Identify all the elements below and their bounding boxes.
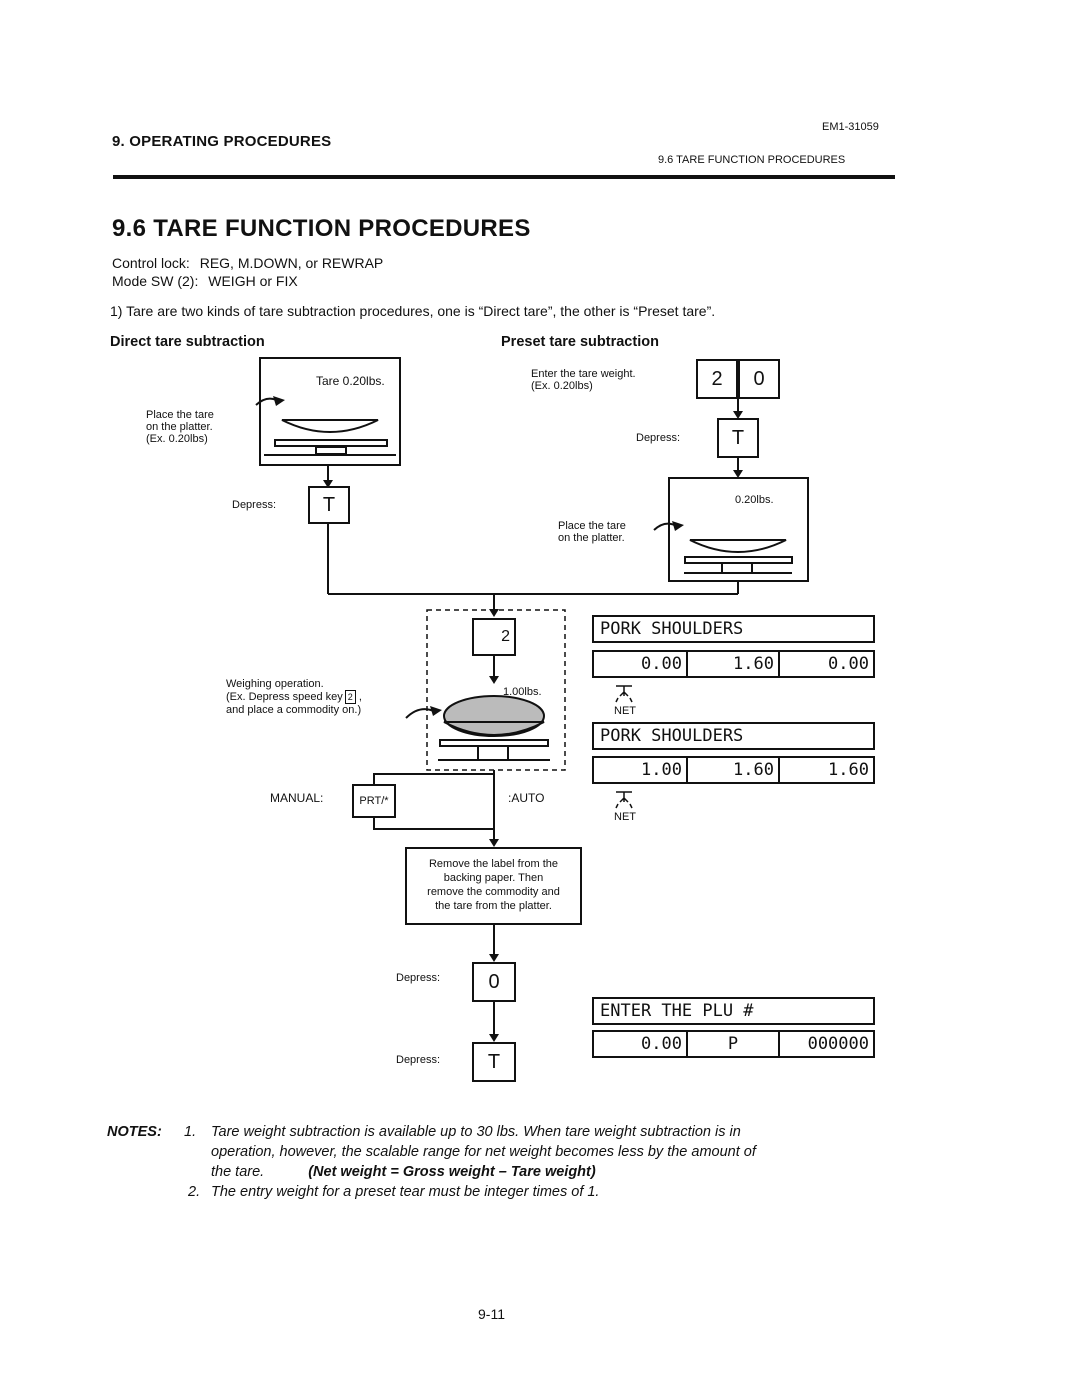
display-2-name: PORK SHOULDERS (592, 722, 875, 750)
header-rule (113, 175, 895, 179)
direct-place-note-line3: (Ex. 0.20lbs) (146, 433, 208, 445)
weighing-note-line3: and place a commodity on.) (226, 704, 362, 716)
preset-scale-readout: 0.20lbs. (735, 494, 774, 506)
display-3-values: 0.00 P 000000 (592, 1030, 875, 1058)
chapter-heading: 9. OPERATING PROCEDURES (112, 133, 332, 150)
net-indicator-icons (615, 685, 633, 809)
control-lock-value: REG, M.DOWN, or REWRAP (199, 255, 384, 271)
preset-place-note-line1: Place the tare (558, 520, 626, 532)
note-1-line3: the tare. (Net weight = Gross weight – Ta… (211, 1162, 881, 1182)
display-1-values: 0.00 1.60 0.00 (592, 650, 875, 678)
display-2-indicator: NET (614, 811, 636, 823)
display-3-mode: P (688, 1032, 780, 1056)
direct-tare-bowl-icon (281, 419, 379, 433)
preset-key-2[interactable]: 2 (696, 359, 738, 399)
preset-tare-key[interactable]: T (717, 418, 759, 458)
mode-sw-line: Mode SW (2): WEIGH or FIX (112, 273, 298, 289)
preset-enter-note-line1: Enter the tare weight. (531, 368, 636, 380)
control-lock-label: Control lock: (112, 255, 190, 271)
note-2: The entry weight for a preset tear must … (211, 1184, 600, 1200)
preset-key-0[interactable]: 0 (738, 359, 780, 399)
display-1-name: PORK SHOULDERS (592, 615, 875, 643)
depress-t-label: Depress: (396, 1054, 441, 1066)
display-3-weight: 0.00 (594, 1032, 688, 1056)
speed-key-ref: 2 (344, 690, 356, 704)
remove-label-box: Remove the label from the backing paper.… (405, 847, 582, 925)
preset-depress-label: Depress: (636, 432, 681, 444)
display-2-weight: 1.00 (594, 758, 688, 782)
display-1-indicator: NET (614, 705, 636, 717)
direct-place-note-line2: on the platter. (146, 421, 213, 433)
final-tare-key[interactable]: T (472, 1042, 516, 1082)
remove-note-line1: Remove the label from the (428, 858, 558, 870)
control-lock-line: Control lock: REG, M.DOWN, or REWRAP (112, 255, 383, 271)
note-2-number: 2. (188, 1184, 201, 1200)
net-weight-formula: (Net weight = Gross weight – Tare weight… (308, 1164, 596, 1180)
preset-enter-note: Enter the tare weight. (Ex. 0.20lbs) (531, 368, 636, 392)
page-title: 9.6 TARE FUNCTION PROCEDURES (112, 215, 531, 242)
display-3-name: ENTER THE PLU # (592, 997, 875, 1025)
weighing-dashed-area (426, 609, 566, 771)
note-1: Tare weight subtraction is available up … (211, 1122, 881, 1182)
mode-sw-value: WEIGH or FIX (208, 273, 298, 289)
zero-key[interactable]: 0 (472, 962, 516, 1002)
display-1-weight: 0.00 (594, 652, 688, 676)
weighing-note: Weighing operation. (Ex. Depress speed k… (226, 678, 362, 716)
remove-note-line4: the tare from the platter. (435, 900, 552, 912)
display-2-unit-price: 1.60 (688, 758, 780, 782)
direct-place-note-line1: Place the tare (146, 409, 214, 421)
direct-scale-readout: Tare 0.20lbs. (316, 374, 385, 388)
depress-zero-label: Depress: (396, 972, 441, 984)
remove-note-line2: backing paper. Then (443, 872, 544, 884)
speed-key-2[interactable]: 2 (472, 618, 516, 656)
preset-tare-bowl-icon (689, 539, 787, 553)
note-1-line3-text: the tare. (211, 1164, 265, 1180)
note-1-line1: Tare weight subtraction is available up … (211, 1124, 741, 1140)
note-1-line2: operation, however, the scalable range f… (211, 1144, 756, 1160)
weighing-note-line1: Weighing operation. (226, 678, 324, 690)
direct-scale-box (259, 357, 401, 466)
section-reference: 9.6 TARE FUNCTION PROCEDURES (658, 154, 846, 166)
direct-tare-key[interactable]: T (308, 486, 350, 524)
weighing-readout: 1.00lbs. (503, 686, 542, 698)
preset-enter-note-line2: (Ex. 0.20lbs) (531, 380, 593, 392)
mode-sw-label: Mode SW (2): (112, 273, 199, 289)
commodity-icon (443, 695, 545, 737)
page-number: 9-11 (478, 1306, 505, 1322)
direct-tare-heading: Direct tare subtraction (110, 334, 265, 350)
display-1-total: 0.00 (828, 654, 869, 674)
preset-place-note: Place the tare on the platter. (558, 520, 626, 544)
preset-tare-heading: Preset tare subtraction (501, 334, 659, 350)
preset-scale-box (668, 477, 809, 582)
display-3-plu: 000000 (807, 1034, 869, 1054)
document-code: EM1-31059 (822, 121, 879, 133)
remove-note-line3: remove the commodity and (427, 886, 560, 898)
direct-depress-label: Depress: (232, 499, 277, 511)
direct-place-note: Place the tare on the platter. (Ex. 0.20… (146, 409, 214, 445)
display-1-unit-price: 1.60 (688, 652, 780, 676)
auto-label: :AUTO (508, 791, 545, 805)
prt-key[interactable]: PRT/* (352, 784, 396, 818)
preset-place-note-line2: on the platter. (558, 532, 625, 544)
weighing-note-line2-text: (Ex. Depress speed key (226, 691, 343, 703)
manual-label: MANUAL: (270, 791, 324, 805)
notes-label: NOTES: (107, 1124, 162, 1140)
display-2-values: 1.00 1.60 1.60 (592, 756, 875, 784)
intro-text: 1) Tare are two kinds of tare subtractio… (110, 303, 716, 319)
display-2-total: 1.60 (828, 760, 869, 780)
note-1-number: 1. (184, 1124, 197, 1140)
